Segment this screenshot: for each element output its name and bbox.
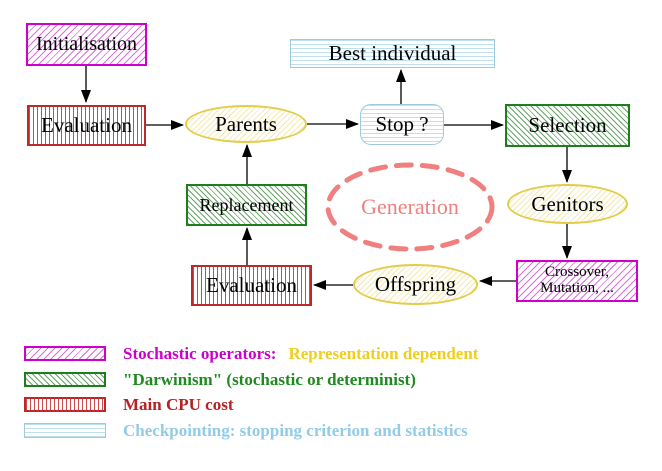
node-crossover-mutation: Crossover, Mutation, ... — [516, 260, 638, 302]
node-replacement-label: Replacement — [199, 194, 294, 215]
node-initialisation-label: Initialisation — [35, 33, 138, 55]
node-evaluation-top: Evaluation — [27, 105, 146, 146]
node-evaluation-top-label: Evaluation — [41, 113, 132, 138]
node-crossover-label-line2: Mutation, ... — [540, 280, 614, 296]
node-offspring-label: Offspring — [374, 272, 457, 297]
legend-label-checkpointing: Checkpointing: stopping criterion and st… — [123, 420, 468, 440]
node-offspring: Offspring — [353, 264, 478, 305]
legend-label-stochastic-operators: Stochastic operators: — [123, 343, 277, 363]
node-initialisation: Initialisation — [26, 23, 147, 66]
legend-label-representation-dependent: Representation dependent — [288, 343, 479, 363]
node-genitors: Genitors — [507, 184, 628, 224]
legend-row-cpu-cost: Main CPU cost — [24, 395, 233, 414]
node-genitors-label: Genitors — [531, 191, 604, 216]
legend-swatch-magenta-hatch — [24, 346, 106, 361]
node-stop-label: Stop ? — [375, 112, 429, 137]
node-parents: Parents — [185, 105, 307, 143]
legend-swatch-cyan-stripes — [24, 423, 106, 438]
node-parents-label: Parents — [215, 111, 277, 136]
node-selection-label: Selection — [528, 113, 607, 138]
node-selection: Selection — [505, 104, 630, 147]
legend-swatch-green-hatch — [24, 372, 106, 387]
legend-row-stochastic-operators: Stochastic operators: Representation dep… — [24, 344, 478, 363]
legend-label-darwinism: "Darwinism" (stochastic or determinist) — [123, 369, 416, 389]
node-best-individual-label: Best individual — [328, 41, 457, 66]
generation-loop-label: Generation — [361, 194, 459, 219]
legend-swatch-red-stripes — [24, 397, 106, 412]
legend-row-checkpointing: Checkpointing: stopping criterion and st… — [24, 421, 468, 440]
legend-label-cpu-cost: Main CPU cost — [123, 394, 234, 414]
node-crossover-label-line1: Crossover, — [545, 264, 609, 281]
node-best-individual: Best individual — [290, 39, 495, 68]
node-evaluation-bottom-label: Evaluation — [206, 273, 297, 298]
node-replacement: Replacement — [186, 184, 307, 226]
node-evaluation-bottom: Evaluation — [191, 265, 312, 306]
node-stop: Stop ? — [360, 104, 444, 145]
legend-row-darwinism: "Darwinism" (stochastic or determinist) — [24, 370, 416, 389]
